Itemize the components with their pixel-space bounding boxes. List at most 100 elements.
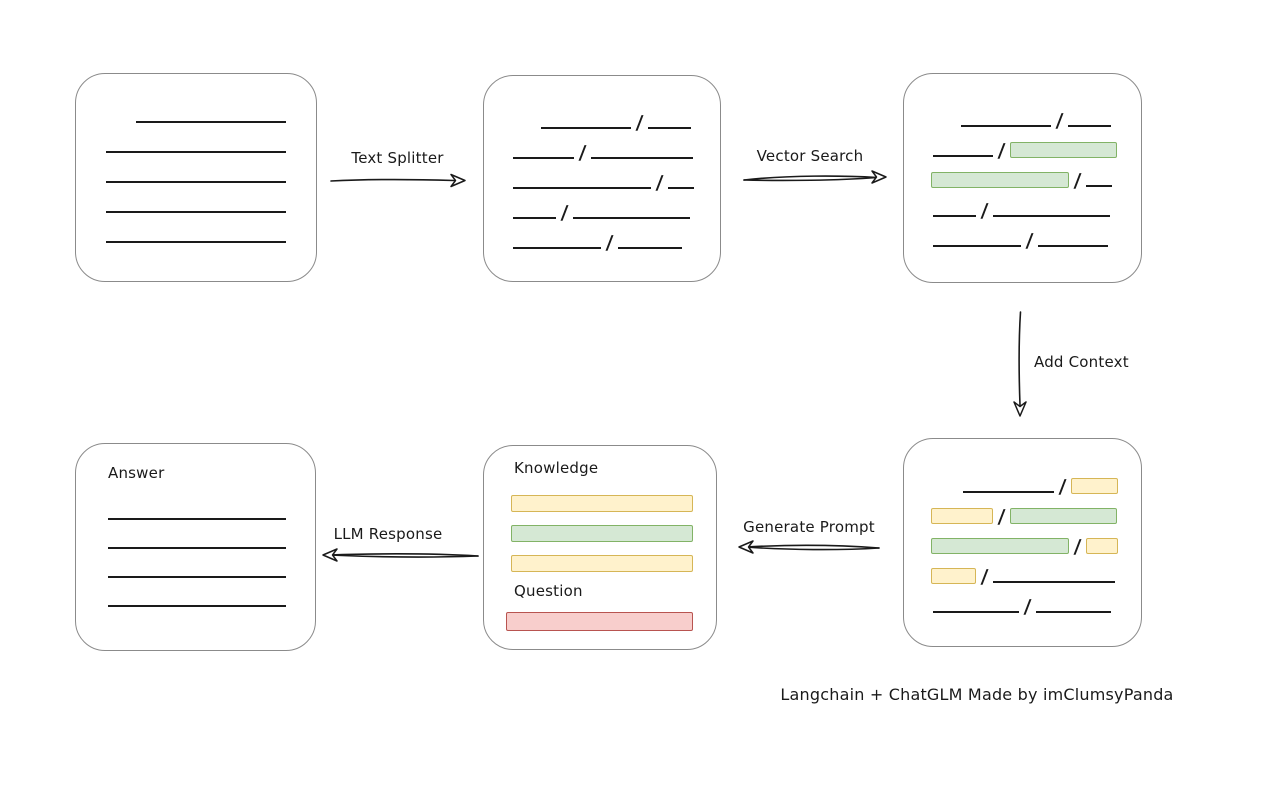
text-row (76, 556, 315, 585)
slash-separator: / (635, 111, 644, 134)
text-line (590, 157, 693, 159)
text-line (1085, 185, 1112, 187)
llm-response-arrow (322, 548, 479, 562)
source-document-rows (76, 74, 316, 251)
text-row: / (484, 137, 720, 167)
vector-search-arrow (743, 170, 887, 184)
text-line (933, 155, 993, 157)
yellow-highlight-chunk (1085, 538, 1118, 554)
text-line (106, 181, 286, 183)
caption: Langchain + ChatGLM Made by imClumsyPand… (780, 685, 1174, 704)
yellow-bar (511, 555, 693, 572)
text-row: / (904, 225, 1141, 255)
slash-separator: / (1025, 229, 1034, 252)
text-line (933, 245, 1021, 247)
text-line (572, 217, 690, 219)
text-line (667, 187, 694, 189)
text-row: / (904, 195, 1141, 225)
text-line (992, 581, 1115, 583)
slash-separator: / (1023, 595, 1032, 618)
yellow-highlight-chunk (931, 568, 976, 584)
answer-node: Answer (75, 443, 316, 651)
text-row: / (484, 227, 720, 257)
yellow-bar (511, 495, 693, 512)
slash-separator: / (560, 201, 569, 224)
text-line (136, 121, 286, 123)
slash-separator: / (1073, 535, 1082, 558)
text-line (992, 215, 1110, 217)
text-row: / (904, 531, 1141, 561)
slash-separator: / (605, 231, 614, 254)
red-bar (506, 612, 693, 631)
text-row (76, 585, 315, 614)
generate-prompt-arrow (738, 540, 880, 554)
slash-separator: / (1055, 109, 1064, 132)
text-line (617, 247, 682, 249)
prompt-node: Knowledge Question (483, 445, 717, 650)
text-row: / (484, 167, 720, 197)
text-row (76, 131, 316, 161)
text-row: / (904, 501, 1141, 531)
knowledge-bars (511, 495, 693, 585)
slash-separator: / (1058, 475, 1067, 498)
text-line (108, 517, 286, 520)
text-line (108, 546, 286, 549)
green-highlight-chunk (1009, 142, 1117, 158)
text-line (513, 157, 574, 159)
text-line (1035, 611, 1111, 613)
text-line (961, 125, 1051, 127)
generate-prompt-label: Generate Prompt (743, 518, 875, 536)
text-line (513, 187, 651, 189)
llm-response-label: LLM Response (333, 525, 443, 543)
text-row: / (484, 197, 720, 227)
text-row: / (484, 107, 720, 137)
context-added-rows: / / / / / (904, 439, 1141, 621)
text-splitter-label: Text Splitter (351, 149, 444, 167)
text-splitter-arrow (330, 173, 466, 188)
text-row (76, 527, 315, 556)
text-row: / (904, 561, 1141, 591)
source-document-node (75, 73, 317, 282)
slash-separator: / (997, 139, 1006, 162)
green-highlight-chunk (931, 172, 1069, 188)
text-line (106, 151, 286, 153)
text-line (541, 127, 631, 129)
text-line (933, 611, 1019, 613)
vector-search-label: Vector Search (756, 147, 864, 165)
text-line (963, 491, 1054, 493)
text-row: / (904, 165, 1141, 195)
green-highlight-chunk (1009, 508, 1117, 524)
text-line (1037, 245, 1108, 247)
text-line (106, 211, 286, 213)
slash-separator: / (997, 505, 1006, 528)
text-line (108, 575, 286, 578)
text-line (513, 247, 601, 249)
vector-matched-rows: ///// (904, 74, 1141, 255)
add-context-label: Add Context (1034, 353, 1129, 371)
text-row (76, 498, 315, 527)
yellow-highlight-chunk (931, 508, 993, 524)
text-line (513, 217, 556, 219)
text-line (933, 215, 976, 217)
slash-separator: / (655, 171, 664, 194)
yellow-highlight-chunk (1070, 478, 1118, 494)
text-row (76, 161, 316, 191)
text-line (1067, 125, 1111, 127)
text-row: / (904, 591, 1141, 621)
text-line (106, 241, 286, 243)
split-text-rows: / / / / / (484, 76, 720, 257)
text-line (647, 127, 691, 129)
text-row: / (904, 105, 1141, 135)
answer-rows (76, 444, 315, 614)
text-row (76, 221, 316, 251)
green-bar (511, 525, 693, 542)
question-label: Question (514, 582, 583, 600)
add-context-arrow (1013, 311, 1027, 417)
split-text-node: / / / / / (483, 75, 721, 282)
text-line (108, 604, 286, 607)
text-row: / (904, 471, 1141, 501)
slash-separator: / (980, 565, 989, 588)
slash-separator: / (578, 141, 587, 164)
knowledge-label: Knowledge (514, 459, 599, 477)
